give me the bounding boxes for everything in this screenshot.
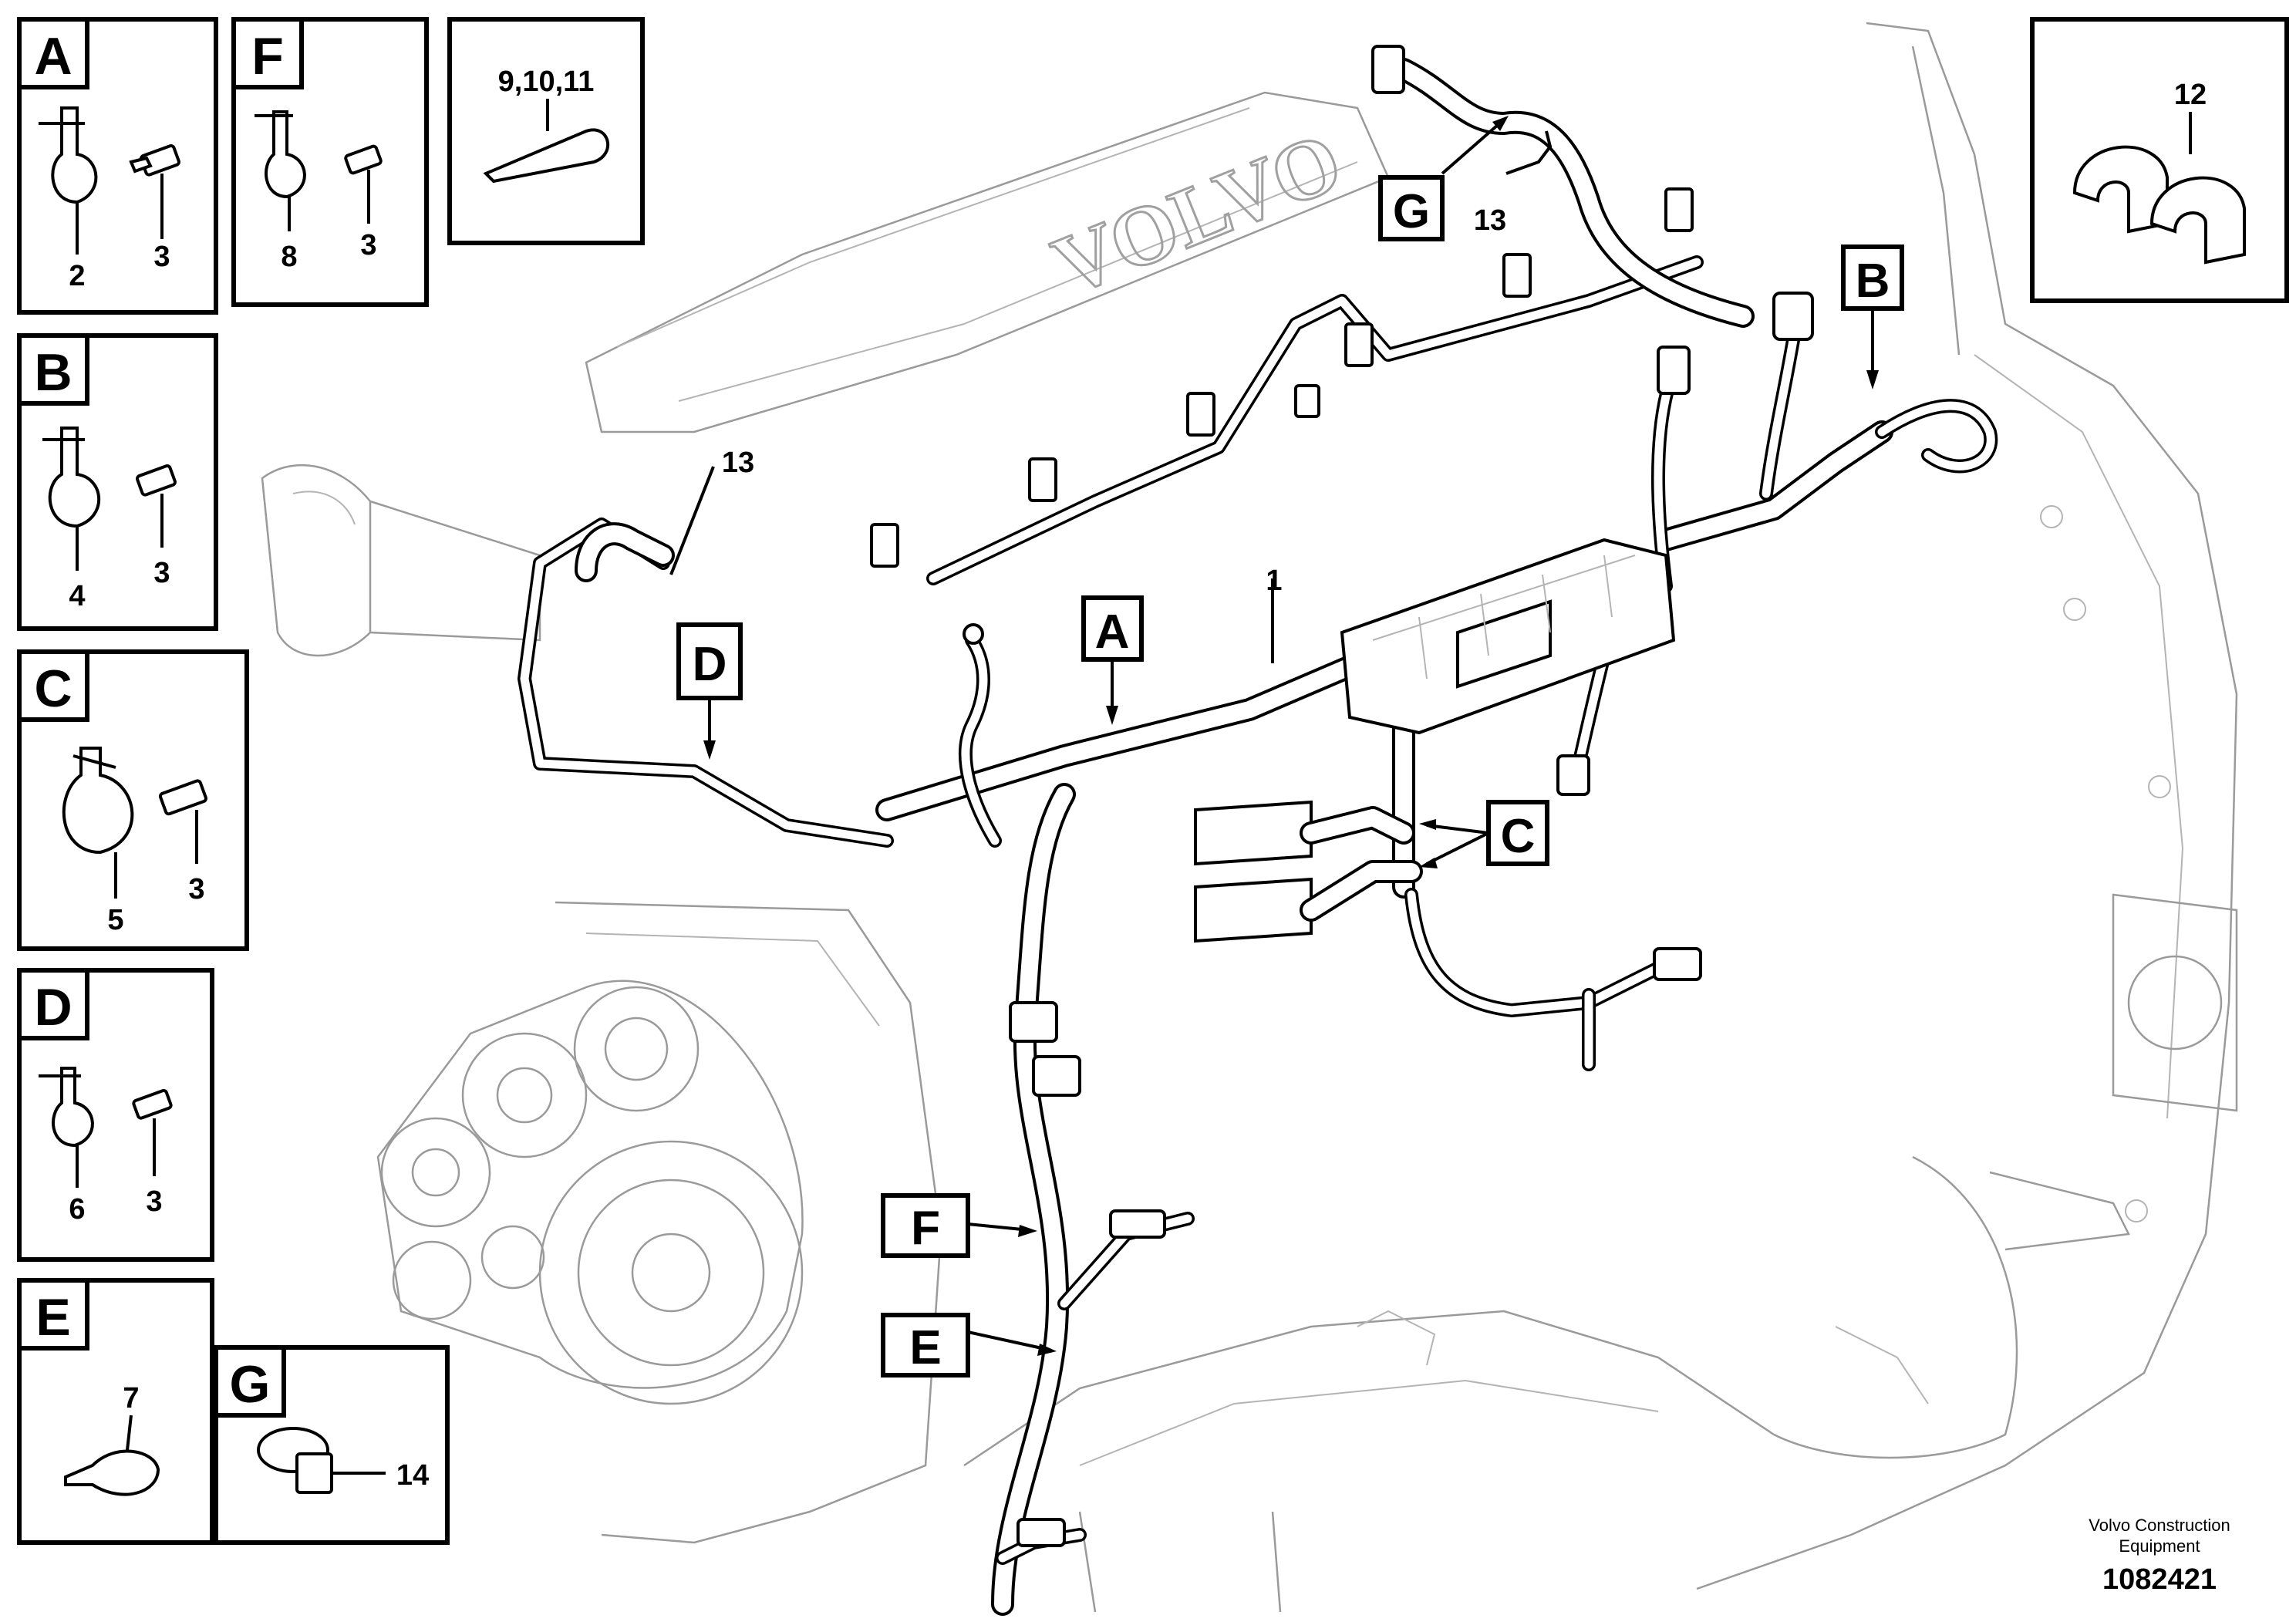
- detail-box-clip: 12: [2030, 17, 2289, 303]
- detail-A-part-3: 3: [153, 241, 170, 273]
- hose-left: [575, 522, 675, 582]
- bolt-icon: [158, 779, 207, 816]
- detail-E-part-7: 7: [123, 1382, 139, 1415]
- detail-D-part-6: 6: [69, 1193, 85, 1226]
- detail-C-letter: C: [34, 659, 72, 718]
- callout-C-letter: C: [1501, 810, 1536, 863]
- drawing-number: 1082421: [2102, 1563, 2217, 1596]
- injector-connectors: [870, 45, 1814, 1547]
- connector-pair: [1194, 800, 1423, 943]
- callout-C: C: [1486, 800, 1549, 866]
- callout-E: E: [881, 1313, 970, 1378]
- leader-lines: [669, 116, 1879, 1356]
- detail-box-F: F 8 3: [231, 17, 429, 307]
- company-line2: Equipment: [2119, 1536, 2200, 1556]
- detail-A-letter: A: [34, 27, 72, 86]
- part-label-1: 1: [1266, 565, 1282, 597]
- detail-box-B: B 4 3: [17, 333, 218, 631]
- detail-clip-part-12: 12: [2174, 79, 2207, 111]
- part-label-13-left: 13: [722, 447, 754, 479]
- detail-F-part-8: 8: [281, 241, 297, 273]
- detail-box-E: E 7: [17, 1278, 214, 1545]
- clamp-icon: [51, 106, 98, 204]
- detail-D-part-3: 3: [146, 1185, 162, 1218]
- bolt-icon: [344, 144, 383, 175]
- callout-G-letter: G: [1393, 185, 1430, 238]
- bolt-icon: [136, 464, 177, 497]
- company-line1: Volvo Construction: [2089, 1516, 2230, 1535]
- detail-B-part-3: 3: [153, 557, 170, 589]
- wiring-harness: [518, 58, 1998, 1616]
- detail-box-G: G 14: [214, 1345, 450, 1545]
- detail-G-letter: G: [230, 1355, 271, 1414]
- detail-box-A: A 2 3: [17, 17, 218, 315]
- footer: Volvo Construction Equipment 1082421: [2089, 1516, 2230, 1596]
- detail-C-part-5: 5: [107, 904, 123, 936]
- detail-G-part-14: 14: [396, 1459, 429, 1492]
- detail-E-letter: E: [35, 1288, 70, 1347]
- detail-F-letter: F: [251, 27, 284, 86]
- clamp-icon: [265, 110, 306, 199]
- callout-B-letter: B: [1856, 255, 1890, 308]
- detail-tie-part: 9,10,11: [498, 66, 595, 98]
- callout-B: B: [1841, 244, 1904, 311]
- bolt-icon: [132, 1088, 173, 1120]
- detail-D-letter: D: [34, 978, 72, 1037]
- callout-F: F: [881, 1193, 970, 1258]
- detail-box-C: C 5 3: [17, 649, 249, 951]
- callout-G: G: [1378, 175, 1445, 241]
- detail-box-cable-tie: 9,10,11: [447, 17, 645, 245]
- double-clip-icon: [2072, 145, 2169, 234]
- callout-A-letter: A: [1095, 605, 1130, 659]
- part-label-13-top: 13: [1474, 204, 1506, 237]
- clamp-icon: [48, 427, 101, 528]
- callout-D: D: [676, 622, 743, 700]
- callout-A: A: [1081, 595, 1144, 662]
- clamp-icon: [52, 1067, 94, 1148]
- callout-E-letter: E: [909, 1321, 941, 1374]
- cable-tie-icon: [483, 128, 609, 184]
- callout-F-letter: F: [911, 1202, 940, 1255]
- callout-D-letter: D: [693, 638, 727, 691]
- engine-brand-text: VOLVO: [1040, 113, 1354, 313]
- detail-F-part-3: 3: [360, 229, 376, 261]
- detail-B-part-4: 4: [69, 580, 85, 612]
- detail-A-part-2: 2: [69, 260, 85, 292]
- detail-C-part-3: 3: [188, 873, 204, 905]
- clamp-icon: [62, 747, 134, 855]
- detail-box-D: D 6 3: [17, 968, 214, 1262]
- ecu-module: [1340, 538, 1676, 735]
- detail-B-letter: B: [34, 343, 72, 402]
- cable-tie-icon: [64, 1449, 160, 1496]
